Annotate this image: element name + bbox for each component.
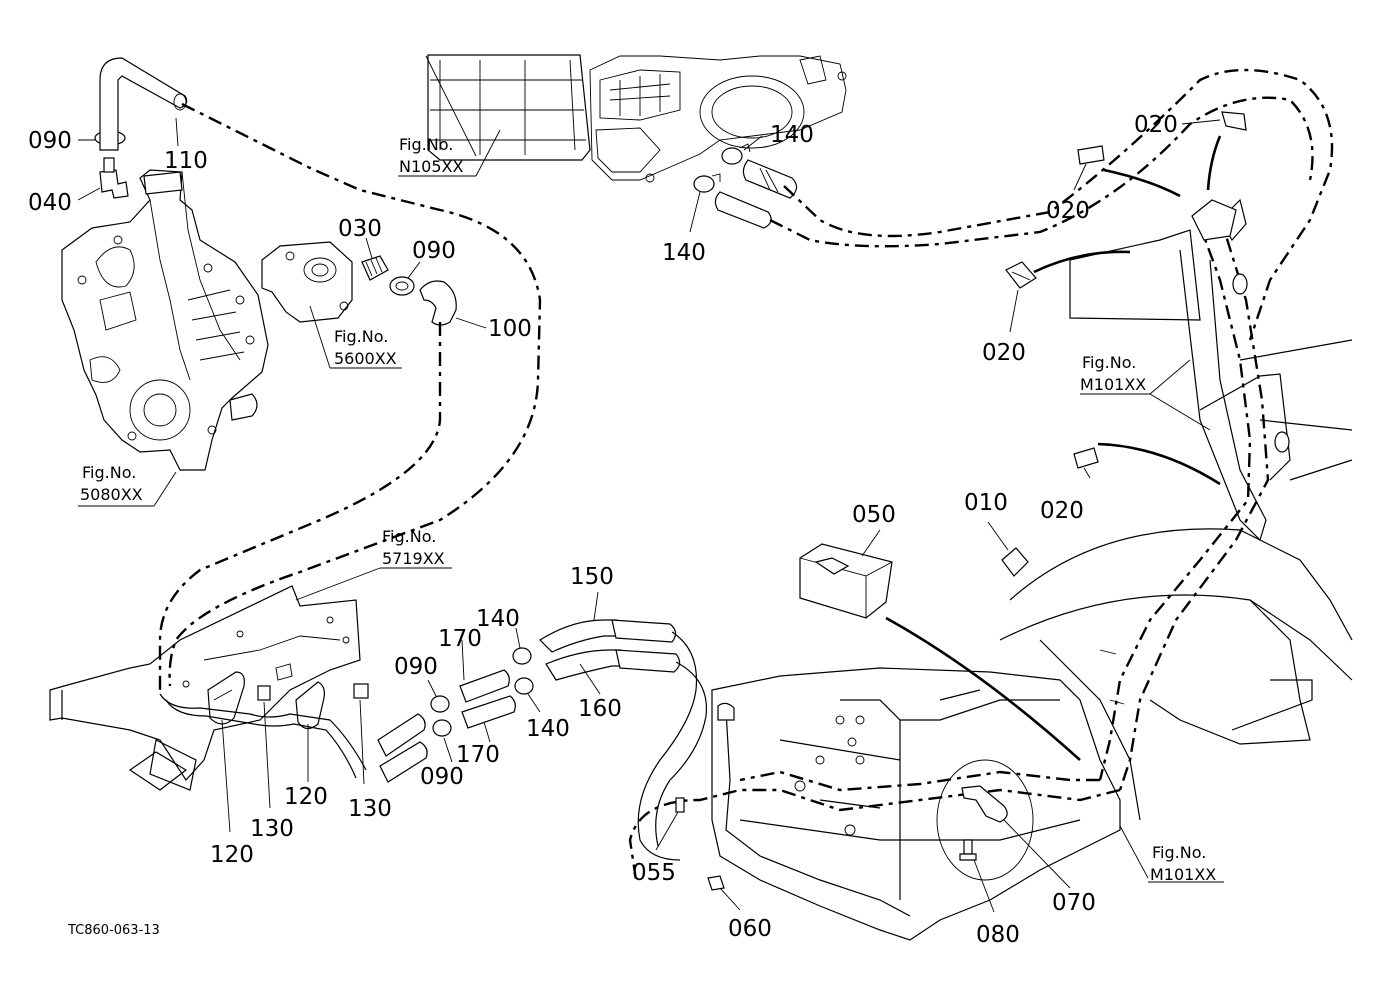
callout-140: 140 bbox=[662, 240, 706, 266]
part-060 bbox=[707, 875, 725, 891]
fig-number: 5080XX bbox=[80, 485, 143, 504]
callout-150: 150 bbox=[570, 564, 614, 590]
hose-clip-120-b bbox=[295, 681, 325, 730]
hose-clamp-140-c bbox=[512, 647, 532, 665]
callout-120: 120 bbox=[284, 784, 328, 810]
hose-ends-lower bbox=[377, 713, 428, 783]
fig-ref-n105: Fig.No. N105XX bbox=[399, 135, 463, 176]
hose-clamp-090-mid bbox=[389, 276, 415, 296]
callout-020: 020 bbox=[1046, 198, 1090, 224]
callout-020: 020 bbox=[1040, 498, 1084, 524]
callout-090: 090 bbox=[28, 128, 72, 154]
fig-number: M101XX bbox=[1080, 375, 1146, 394]
callout-050: 050 bbox=[852, 502, 896, 528]
bolt-130-b bbox=[353, 683, 369, 699]
callout-100: 100 bbox=[488, 316, 532, 342]
fig-ref-5719: Fig.No. 5719XX bbox=[382, 527, 445, 568]
module-050 bbox=[799, 543, 893, 619]
leader-lines bbox=[77, 55, 1221, 913]
fig-label: Fig.No. bbox=[82, 463, 136, 482]
fig-ref-m101-lower: Fig.No. M101XX bbox=[1150, 843, 1216, 884]
callout-070: 070 bbox=[1052, 890, 1096, 916]
thermostat-housing bbox=[261, 241, 353, 323]
callout-130: 130 bbox=[250, 816, 294, 842]
hose-clamp-140-d bbox=[514, 677, 534, 695]
callout-040: 040 bbox=[28, 190, 72, 216]
callout-170: 170 bbox=[438, 626, 482, 652]
fig-ref-underlines bbox=[78, 175, 1224, 883]
callout-140: 140 bbox=[770, 122, 814, 148]
heater-unit bbox=[427, 54, 847, 183]
callout-140: 140 bbox=[526, 716, 570, 742]
engine-front-case bbox=[61, 169, 269, 471]
pipe-clamp-070 bbox=[961, 785, 1008, 823]
part-055 bbox=[675, 797, 685, 813]
bolt-130-a bbox=[257, 685, 271, 701]
callout-140: 140 bbox=[476, 606, 520, 632]
callout-010: 010 bbox=[964, 490, 1008, 516]
cab-frame-structure bbox=[999, 198, 1353, 821]
hose-clip-120-a bbox=[207, 671, 245, 725]
hose-100 bbox=[419, 280, 457, 326]
fig-ref-5080: Fig.No. 5080XX bbox=[80, 463, 143, 504]
pipe-elbow-040 bbox=[99, 157, 129, 199]
callout-090: 090 bbox=[394, 654, 438, 680]
grommet-020-b bbox=[1005, 261, 1037, 289]
callout-020: 020 bbox=[1134, 112, 1178, 138]
fig-label: Fig.No. bbox=[382, 527, 436, 546]
callout-110: 110 bbox=[164, 148, 208, 174]
drawing-code: TC860-063-13 bbox=[67, 923, 160, 938]
fig-number: M101XX bbox=[1150, 865, 1216, 884]
hose-110 bbox=[99, 57, 188, 151]
callout-020: 020 bbox=[982, 340, 1026, 366]
callout-130: 130 bbox=[348, 796, 392, 822]
pipe-170-a bbox=[459, 669, 510, 703]
wire-harness-solid bbox=[885, 135, 1222, 761]
hose-pieces-upper bbox=[714, 159, 798, 229]
fig-number: 5719XX bbox=[382, 549, 445, 568]
hose-clamp-090-c bbox=[430, 695, 450, 713]
callout-030: 030 bbox=[338, 216, 382, 242]
fitting-030 bbox=[361, 255, 389, 281]
hose-routing-dashed bbox=[158, 68, 1334, 881]
floor-frame bbox=[711, 667, 1121, 941]
part-010 bbox=[1001, 547, 1029, 577]
callout-090: 090 bbox=[420, 764, 464, 790]
hose-clamp-090-d bbox=[432, 719, 452, 737]
fig-label: Fig.No. bbox=[1152, 843, 1206, 862]
callout-055: 055 bbox=[632, 860, 676, 886]
hoses-150-160 bbox=[539, 619, 708, 861]
bolt-080 bbox=[959, 839, 977, 861]
bracket-plate bbox=[49, 585, 361, 791]
fig-label: Fig.No. bbox=[334, 327, 388, 346]
callout-080: 080 bbox=[976, 922, 1020, 948]
callout-170: 170 bbox=[456, 742, 500, 768]
hose-clamp-140-upper-b bbox=[693, 173, 721, 193]
part-callouts: 090 040 110 030 090 100 140 140 020 020 … bbox=[28, 112, 1178, 948]
callout-090: 090 bbox=[412, 238, 456, 264]
hose-clamp-140-upper-a bbox=[721, 143, 751, 165]
hose-routing-lower-left bbox=[159, 693, 367, 779]
fig-number: 5600XX bbox=[334, 349, 397, 368]
fig-number: N105XX bbox=[399, 157, 463, 176]
callout-160: 160 bbox=[578, 696, 622, 722]
grommet-020-c bbox=[1073, 447, 1099, 469]
fig-label: Fig.No. bbox=[399, 135, 453, 154]
fig-label: Fig.No. bbox=[1082, 353, 1136, 372]
fig-ref-m101-upper: Fig.No. M101XX bbox=[1080, 353, 1146, 394]
callout-060: 060 bbox=[728, 916, 772, 942]
callout-120: 120 bbox=[210, 842, 254, 868]
pipe-170-b bbox=[461, 695, 516, 729]
fig-ref-5600: Fig.No. 5600XX bbox=[334, 327, 397, 368]
grommet-020-a bbox=[1077, 145, 1105, 165]
grommet-020-top bbox=[1221, 111, 1247, 131]
